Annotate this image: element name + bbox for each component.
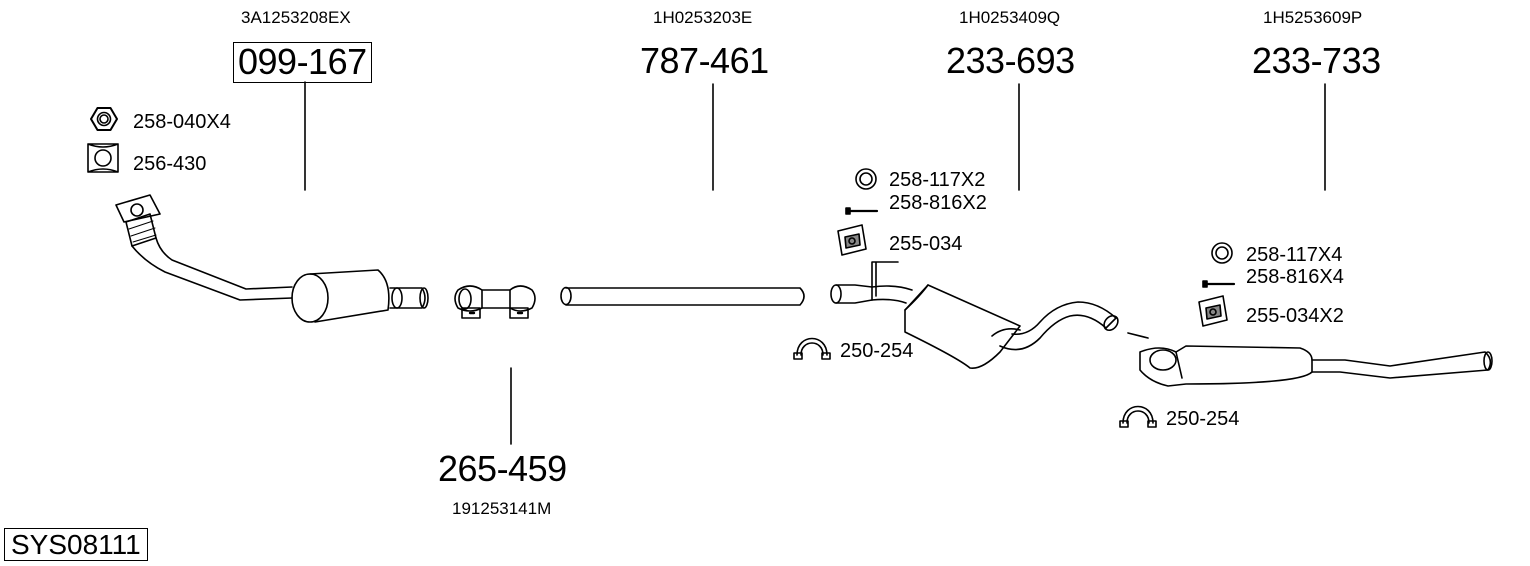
rubber-mount-icon	[1198, 295, 1228, 327]
part-number-link[interactable]: 233-693	[946, 40, 1075, 81]
part-number-link[interactable]: 787-461	[640, 40, 769, 81]
clamp-icon	[793, 337, 831, 360]
pipe-connector-drawing	[454, 285, 536, 319]
intermediate-pipe-drawing	[560, 286, 805, 306]
bolt-icon	[1202, 280, 1236, 288]
part-number-link[interactable]: 265-459	[438, 448, 567, 489]
accessory-label[interactable]: 255-034X2	[1246, 305, 1344, 327]
rear-silencer-drawing	[1127, 332, 1493, 387]
ring-icon	[855, 168, 877, 190]
oem-number: 1H0253203E	[653, 8, 753, 27]
catalytic-converter-drawing	[115, 194, 429, 323]
system-code: SYS08111	[4, 528, 148, 561]
gasket-icon	[87, 143, 119, 173]
accessory-label[interactable]: 258-117X2	[889, 169, 986, 191]
accessory-label[interactable]: 250-254	[840, 340, 914, 362]
part-number-link[interactable]: 233-733	[1252, 40, 1381, 81]
part-number-link[interactable]: 099-167	[233, 42, 372, 83]
oem-number: 191253141M	[452, 499, 552, 518]
accessory-label[interactable]: 258-040X4	[133, 111, 231, 133]
rubber-mount-icon	[837, 224, 867, 256]
clamp-icon	[1119, 405, 1157, 428]
accessory-label[interactable]: 258-816X4	[1246, 266, 1344, 288]
oem-number: 3A1253208EX	[241, 8, 351, 27]
bolt-icon	[845, 207, 879, 215]
center-silencer-drawing	[830, 261, 1119, 369]
accessory-label[interactable]: 250-254	[1166, 408, 1240, 430]
nut-icon	[90, 107, 118, 131]
oem-number: 1H0253409Q	[959, 8, 1061, 27]
accessory-label[interactable]: 258-117X4	[1246, 244, 1343, 266]
accessory-label[interactable]: 255-034	[889, 233, 963, 255]
accessory-label[interactable]: 258-816X2	[889, 192, 987, 214]
oem-number: 1H5253609P	[1263, 8, 1363, 27]
ring-icon	[1211, 242, 1233, 264]
accessory-label[interactable]: 256-430	[133, 153, 207, 175]
